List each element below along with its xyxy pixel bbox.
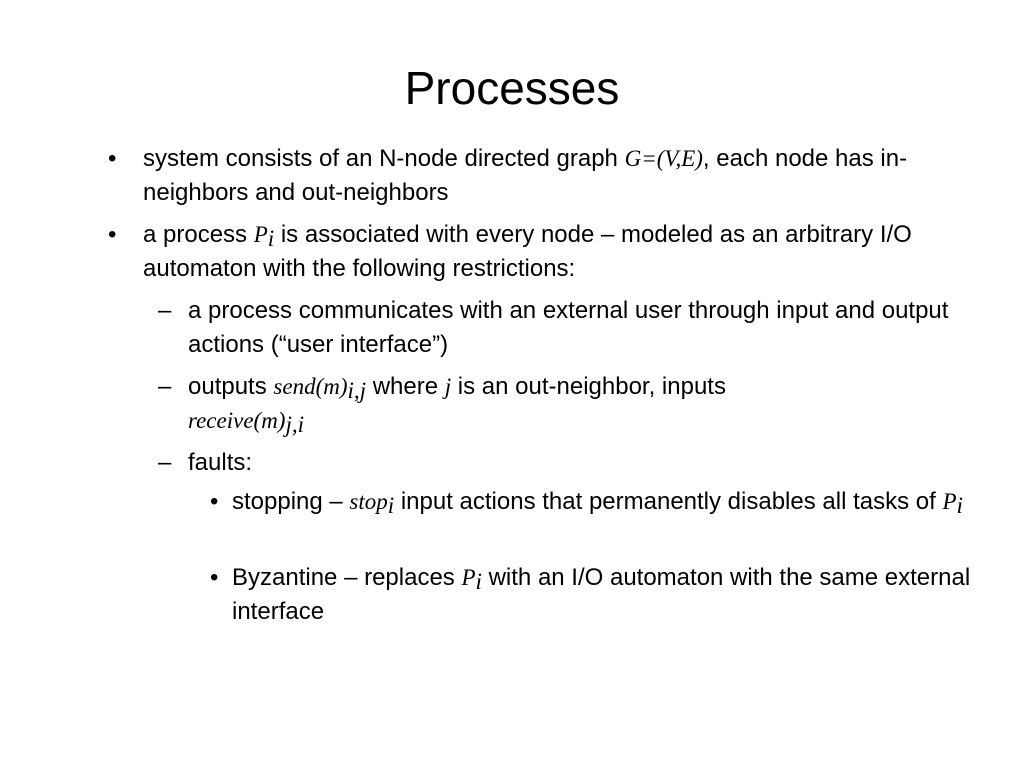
subbullet-send-receive: outputs send(m)i,j where j is an out-nei… xyxy=(188,373,726,437)
math-j: j xyxy=(444,374,452,399)
subbullet-faults: faults: xyxy=(188,449,253,476)
subbullet-user-interface: a process communicates with an external … xyxy=(188,297,949,358)
bullet-marker: • xyxy=(210,488,219,515)
bullet-graph: system consists of an N-node directed gr… xyxy=(143,145,908,206)
bullet-marker: • xyxy=(108,145,117,172)
math-stop: stop xyxy=(349,489,388,514)
dash-marker: – xyxy=(158,297,172,324)
dash-marker: – xyxy=(158,373,172,400)
math-graph: G=(V,E) xyxy=(624,146,703,171)
bullet-marker: • xyxy=(210,564,219,591)
math-p: P xyxy=(461,565,476,590)
math-p: P xyxy=(942,489,957,514)
dash-marker: – xyxy=(158,449,172,476)
math-send: send(m) xyxy=(273,374,348,399)
slide-title: Processes xyxy=(404,62,620,114)
math-receive: receive(m) xyxy=(188,408,286,433)
math-p: P xyxy=(253,222,268,247)
bullet-marker: • xyxy=(108,221,117,248)
subsubbullet-byzantine: Byzantine – replaces Pi with an I/O auto… xyxy=(232,564,971,625)
bullet-process: a process Pi is associated with every no… xyxy=(143,221,912,282)
subsubbullet-stopping: stopping – stopi input actions that perm… xyxy=(232,488,963,518)
